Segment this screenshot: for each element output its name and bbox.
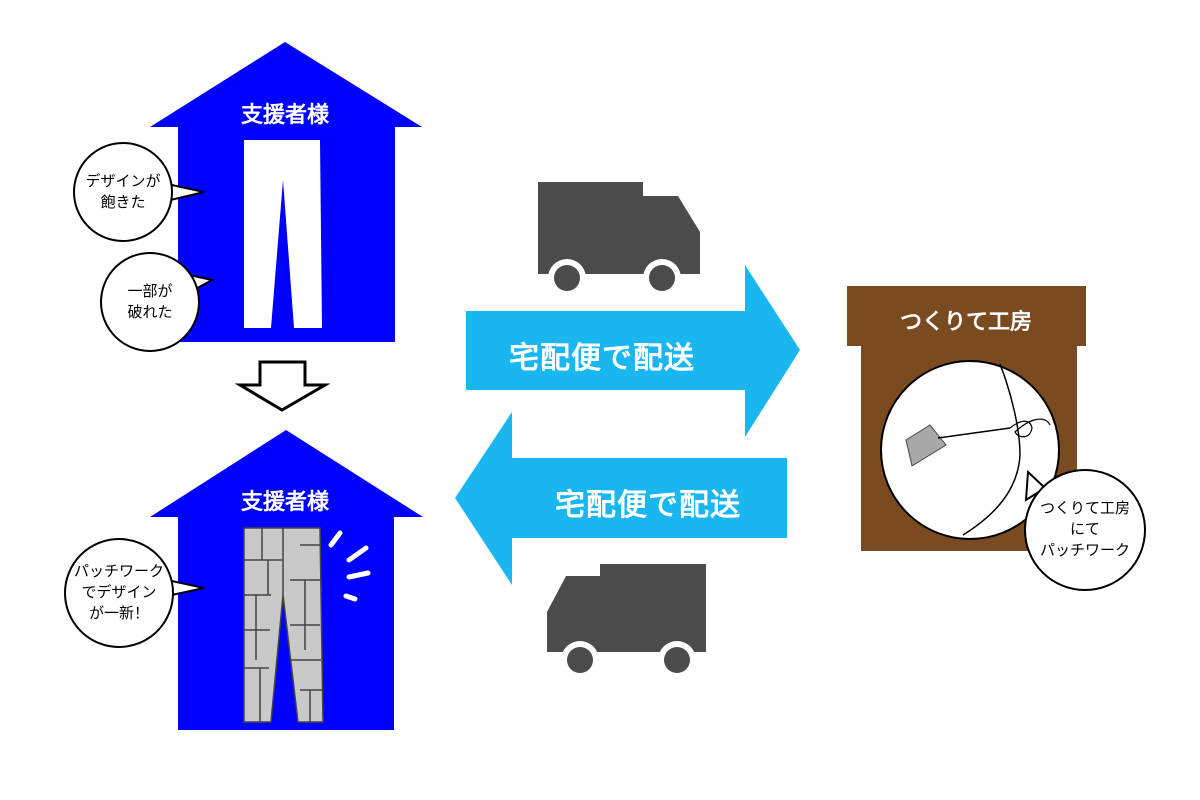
truck-top-icon <box>538 182 700 297</box>
speech-bubble-partly-torn <box>100 252 215 352</box>
speech-bubble-patchwork-renewed <box>64 538 205 648</box>
speech-bubble-workshop <box>1024 469 1146 591</box>
plain-trousers-icon <box>244 140 322 328</box>
truck-bottom-icon <box>547 564 706 679</box>
arrow-right-icon <box>466 265 800 437</box>
patchwork-trousers-icon <box>243 527 324 723</box>
sparkle-icon <box>328 530 371 602</box>
speech-bubble-design-bored <box>73 142 205 242</box>
arrow-left-icon <box>455 412 787 585</box>
sewing-scene-icon <box>880 360 1060 540</box>
down-arrow-icon <box>234 360 331 412</box>
